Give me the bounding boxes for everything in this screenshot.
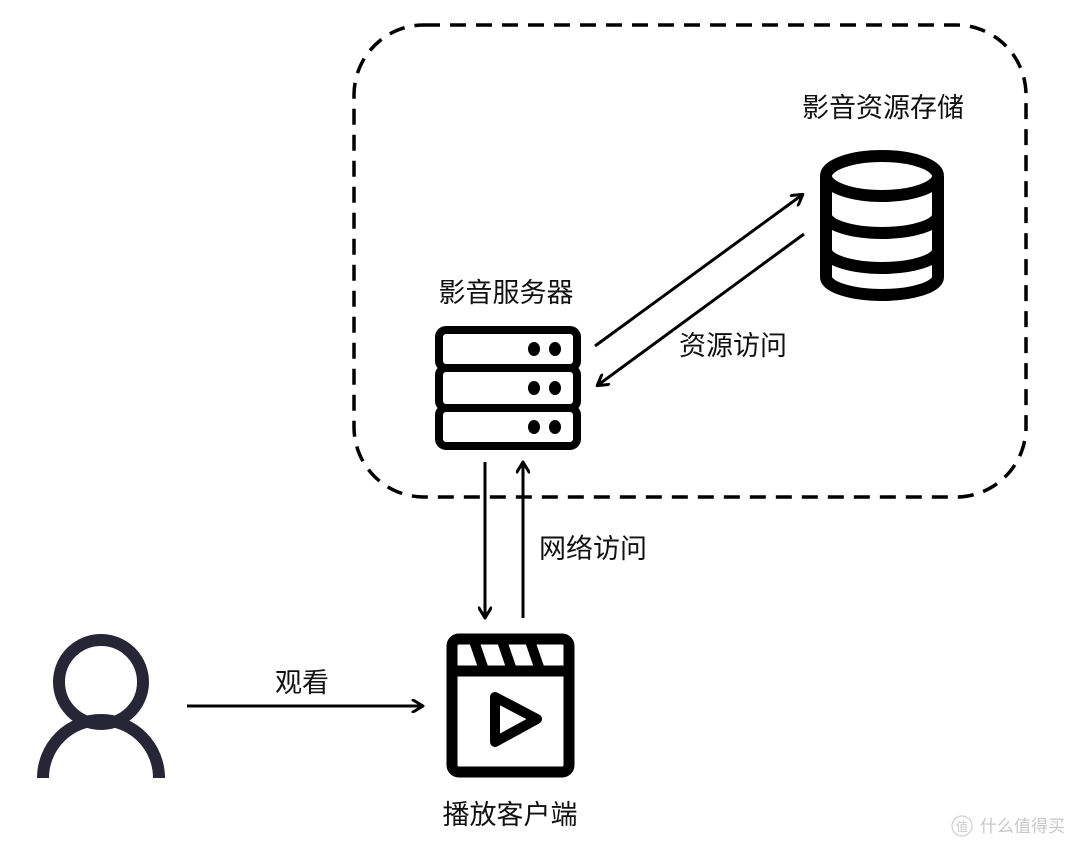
watermark-badge-text: 值 (956, 819, 968, 834)
arrow-storage-to-server (598, 232, 805, 385)
database-icon (820, 150, 944, 301)
server-label: 影音服务器 (439, 278, 574, 309)
watermark-text: 什么值得买 (980, 817, 1065, 837)
arrow-server-to-storage (594, 195, 802, 348)
storage-label: 影音资源存储 (802, 93, 964, 124)
resource-access-label: 资源访问 (679, 331, 787, 362)
server-group-boundary (352, 23, 1028, 499)
client-label: 播放客户端 (443, 800, 578, 831)
video-player-icon (446, 633, 575, 778)
server-rack-icon (435, 326, 581, 450)
play-icon (490, 692, 542, 747)
watermark: 值 什么值得买 (951, 815, 1065, 837)
server-unit-3 (435, 404, 581, 450)
network-access-label: 网络访问 (539, 534, 647, 565)
user-icon (37, 634, 165, 779)
watermark-badge-icon (951, 815, 973, 837)
watch-label: 观看 (275, 668, 329, 699)
